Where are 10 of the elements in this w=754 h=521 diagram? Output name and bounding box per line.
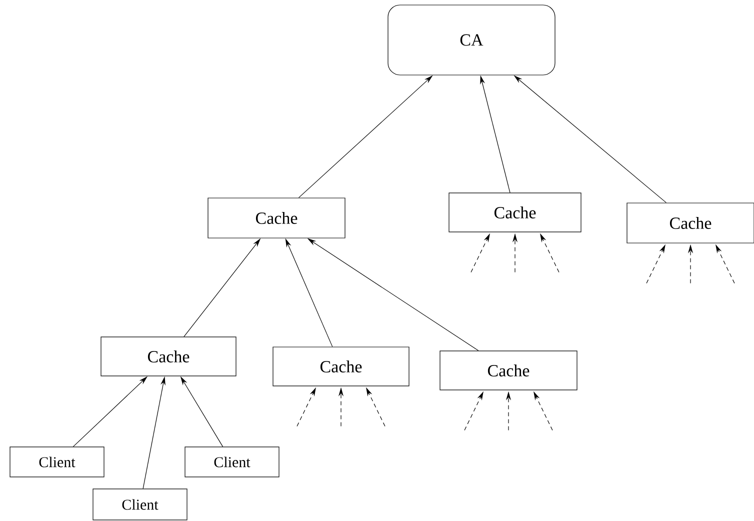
process-box: Cache	[208, 198, 346, 238]
client-box: Client	[92, 488, 188, 520]
process-box: Cache	[100, 336, 236, 376]
process-box: Cache	[272, 346, 410, 386]
client-box: Client	[10, 446, 104, 478]
process-box: Cache	[448, 192, 582, 232]
rounded-box: CA	[388, 4, 556, 76]
client-box: Client	[184, 446, 280, 478]
process-box: Cache	[440, 350, 578, 390]
process-box: Cache	[626, 202, 754, 244]
